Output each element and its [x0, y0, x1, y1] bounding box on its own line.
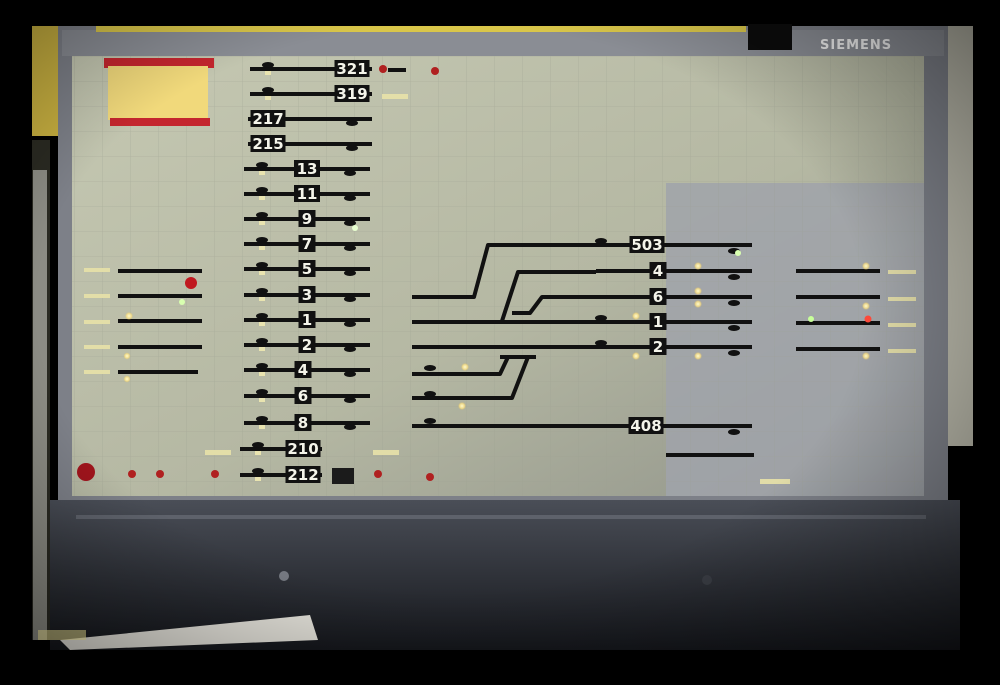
switch-knob [728, 325, 740, 331]
switch-tag [259, 221, 265, 225]
switch-knob [728, 300, 740, 306]
brand-logo: SIEMENS [820, 38, 892, 53]
switch-knob [344, 371, 356, 377]
switch-knob [344, 424, 356, 430]
track-label: 7 [302, 235, 312, 253]
switch-knob [256, 416, 268, 422]
switch-knob [346, 145, 358, 151]
track-label: 319 [336, 85, 367, 103]
track-label: 1 [302, 311, 312, 329]
switch-knob [344, 321, 356, 327]
switch-knob [344, 220, 356, 226]
switch-tag [255, 477, 261, 481]
track-label: 4 [298, 361, 308, 379]
track-label: 321 [336, 60, 367, 78]
switch-tag [259, 196, 265, 200]
switch-tag [259, 171, 265, 175]
switch-knob [344, 170, 356, 176]
switch-knob [262, 87, 274, 93]
switch-knob [344, 296, 356, 302]
emergency-button [77, 463, 95, 481]
track-label: 2 [302, 336, 312, 354]
switch-tag [259, 246, 265, 250]
track-label: 217 [252, 110, 283, 128]
track-label: 210 [287, 440, 318, 458]
switch-tag [255, 451, 261, 455]
wall-left [32, 26, 62, 136]
switch-tag [259, 297, 265, 301]
track-label: 13 [297, 160, 318, 178]
wall-right [945, 26, 973, 446]
panel-top-strip [96, 26, 746, 32]
switch-knob [728, 350, 740, 356]
switch-knob [344, 270, 356, 276]
switch-tag [265, 96, 271, 100]
track-label: 5 [302, 260, 312, 278]
switch-tag [259, 398, 265, 402]
switch-knob [728, 274, 740, 280]
track-label: 4 [653, 262, 663, 280]
switch-knob [256, 162, 268, 168]
track-label: 212 [287, 466, 318, 484]
switch-tag [259, 372, 265, 376]
track-label: 11 [297, 185, 318, 203]
switch-knob [256, 212, 268, 218]
switch-knob [595, 315, 607, 321]
switch-knob [262, 62, 274, 68]
switch-knob [344, 397, 356, 403]
track-label: 6 [298, 387, 308, 405]
cabinet-seam [76, 515, 926, 519]
track-label: 2 [653, 338, 663, 356]
switch-knob [256, 363, 268, 369]
switch-knob [252, 442, 264, 448]
track-label: 1 [653, 313, 663, 331]
track-label: 6 [653, 288, 663, 306]
cabinet-screw-2 [702, 575, 712, 585]
switch-knob [728, 429, 740, 435]
switch-knob [344, 195, 356, 201]
panel-header-bar [62, 30, 944, 56]
switch-knob [256, 237, 268, 243]
track-label: 408 [630, 417, 661, 435]
track-label: 3 [302, 286, 312, 304]
top-clip [748, 22, 792, 50]
track-label: 215 [252, 135, 283, 153]
sticky-note [104, 58, 214, 126]
switch-knob [595, 340, 607, 346]
track-label: 9 [302, 210, 312, 228]
switch-tag [259, 425, 265, 429]
speaker-grill [332, 468, 354, 484]
wall-paper-left [33, 170, 47, 640]
switch-knob [256, 338, 268, 344]
switch-knob [256, 262, 268, 268]
switch-knob [256, 389, 268, 395]
cabinet-screw-1 [279, 571, 289, 581]
switch-knob [344, 346, 356, 352]
switch-knob [256, 187, 268, 193]
switch-knob [256, 288, 268, 294]
track-label: 8 [298, 414, 308, 432]
switch-tag [259, 322, 265, 326]
red-button [185, 277, 197, 289]
switch-knob [595, 238, 607, 244]
switch-knob [346, 120, 358, 126]
track-label: 503 [631, 236, 662, 254]
switch-tag [259, 347, 265, 351]
switch-tag [259, 271, 265, 275]
switch-knob [256, 313, 268, 319]
switch-knob [252, 468, 264, 474]
switch-tag [265, 71, 271, 75]
switch-knob [344, 245, 356, 251]
